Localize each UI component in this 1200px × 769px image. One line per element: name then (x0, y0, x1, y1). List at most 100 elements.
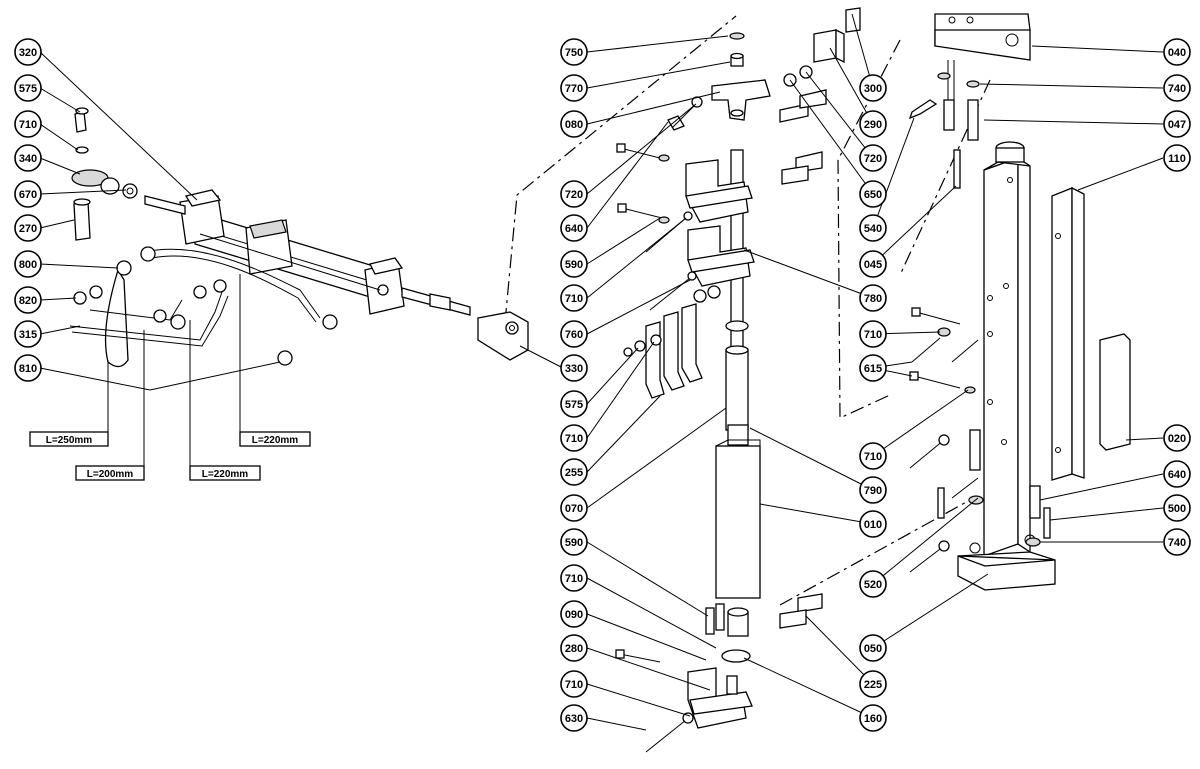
part-balloon: 750 (560, 38, 588, 66)
part-balloon: 320 (14, 38, 42, 66)
part-balloon: 090 (560, 600, 588, 628)
balloon-number: 280 (565, 643, 583, 655)
balloon-circle (560, 320, 588, 348)
length-label-hose-2: L=220mm (239, 431, 311, 447)
balloon-circle (560, 38, 588, 66)
balloon-number: 710 (864, 451, 882, 463)
balloon-number: 110 (1168, 153, 1186, 165)
balloon-circle (1163, 528, 1191, 556)
balloon-number: 740 (1168, 537, 1186, 549)
balloon-circle (14, 320, 42, 348)
part-balloon: 010 (859, 510, 887, 538)
balloon-number: 160 (864, 713, 882, 725)
balloon-circle (859, 634, 887, 662)
balloon-circle (14, 74, 42, 102)
part-balloon: 020 (1163, 424, 1191, 452)
part-balloon: 540 (859, 214, 887, 242)
balloon-circle (560, 74, 588, 102)
part-balloon: 710 (560, 564, 588, 592)
part-balloon: 740 (1163, 528, 1191, 556)
balloon-number: 710 (864, 329, 882, 341)
balloon-circle (859, 74, 887, 102)
balloon-circle (1163, 460, 1191, 488)
balloon-circle (560, 110, 588, 138)
length-label-hose-1: L=250mm (29, 431, 109, 447)
balloon-number: 820 (19, 295, 37, 307)
balloon-number: 615 (864, 363, 882, 375)
part-balloon: 615 (859, 354, 887, 382)
leader-lines (39, 13, 1164, 731)
balloon-number: 315 (19, 329, 37, 341)
balloon-number: 710 (565, 679, 583, 691)
balloon-number: 650 (864, 189, 882, 201)
balloon-circle (859, 442, 887, 470)
frame-assembly (908, 13, 1131, 591)
balloon-circle (560, 354, 588, 382)
balloon-number: 010 (864, 519, 882, 531)
balloon-circle (560, 600, 588, 628)
balloon-number: 080 (565, 119, 583, 131)
balloon-number: 800 (19, 259, 37, 271)
balloon-number: 045 (864, 259, 882, 271)
svg-text:L=250mm: L=250mm (46, 435, 93, 446)
balloon-number: 590 (565, 259, 583, 271)
part-balloon: 520 (859, 570, 887, 598)
part-balloon: 280 (560, 634, 588, 662)
part-balloon: 710 (560, 424, 588, 452)
part-balloon: 710 (560, 284, 588, 312)
balloon-number: 590 (565, 537, 583, 549)
balloon-number: 630 (565, 713, 583, 725)
part-balloon: 760 (560, 320, 588, 348)
part-balloon: 160 (859, 704, 887, 732)
part-balloon: 340 (14, 144, 42, 172)
part-balloon: 710 (14, 110, 42, 138)
balloon-number: 780 (864, 293, 882, 305)
balloon-circle (560, 494, 588, 522)
svg-text:L=200mm: L=200mm (87, 469, 134, 480)
part-balloon: 810 (14, 354, 42, 382)
balloon-number: 090 (565, 609, 583, 621)
balloon-circle (560, 424, 588, 452)
length-label-boxes: L=250mm L=220mm L=200mm L=220mm (29, 431, 311, 481)
balloon-number: 810 (19, 363, 37, 375)
svg-text:L=220mm: L=220mm (202, 469, 249, 480)
part-balloon: 047 (1163, 110, 1191, 138)
balloon-circle (560, 390, 588, 418)
balloon-number: 770 (565, 83, 583, 95)
balloon-number: 575 (565, 399, 583, 411)
balloon-number: 760 (565, 329, 583, 341)
part-balloon: 270 (14, 214, 42, 242)
balloon-circle (1163, 494, 1191, 522)
balloon-number: 290 (864, 119, 882, 131)
part-balloon: 780 (859, 284, 887, 312)
balloon-number: 050 (864, 643, 882, 655)
balloon-circle (1163, 110, 1191, 138)
balloon-circle (859, 284, 887, 312)
balloon-circle (1163, 144, 1191, 172)
svg-text:L=220mm: L=220mm (252, 435, 299, 446)
part-balloon: 710 (859, 320, 887, 348)
balloon-circle (859, 320, 887, 348)
part-balloon: 050 (859, 634, 887, 662)
balloon-number: 540 (864, 223, 882, 235)
balloon-circle (560, 284, 588, 312)
balloon-circle (859, 510, 887, 538)
balloon-number: 710 (565, 293, 583, 305)
rod-eye-hardware (71, 107, 138, 241)
length-label-hose-3: L=200mm (75, 465, 145, 481)
balloon-number: 070 (565, 503, 583, 515)
balloon-circle (560, 250, 588, 278)
balloon-circle (14, 354, 42, 382)
balloon-number: 047 (1168, 119, 1186, 131)
part-balloon: 630 (560, 704, 588, 732)
balloon-layer: 3205757103406702708008203158107507700807… (14, 38, 1191, 732)
balloon-number: 040 (1168, 47, 1186, 59)
balloon-number: 710 (565, 573, 583, 585)
balloon-number: 710 (19, 119, 37, 131)
part-balloon: 720 (560, 180, 588, 208)
balloon-number: 330 (565, 363, 583, 375)
balloon-circle (14, 250, 42, 278)
balloon-circle (859, 354, 887, 382)
balloon-circle (560, 528, 588, 556)
